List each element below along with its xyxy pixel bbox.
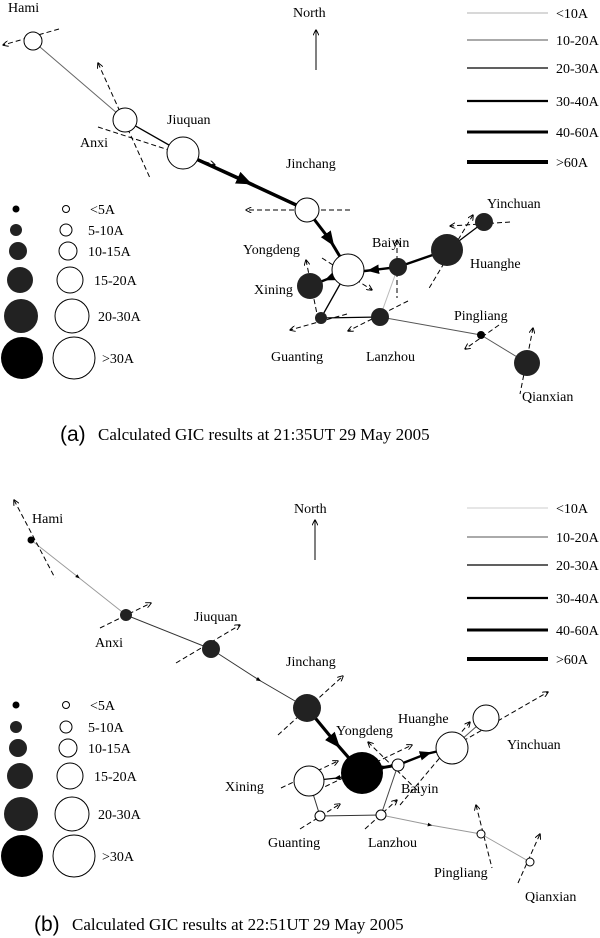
station-a-hami (23, 31, 43, 51)
label-b-qianxian: Qianxian (525, 890, 576, 905)
station-b-hami (27, 536, 35, 544)
circle-legend-a-3: 15-20A (94, 274, 138, 289)
line-legend-b: <10A 10-20A 20-30A 30-40A 40-60A >60A (467, 502, 600, 668)
circle-legend-a-1: 5-10A (88, 224, 125, 239)
caption-text-b: Calculated GIC results at 22:51UT 29 May… (72, 915, 404, 934)
station-a-jiuquan (166, 136, 200, 170)
station-a-pingliang (477, 331, 485, 339)
station-a-lanzhou (371, 308, 389, 326)
circle-legend-a-4: 20-30A (98, 310, 142, 325)
north-label-a: North (293, 6, 326, 21)
station-a-qianxian (514, 350, 540, 376)
circle-legend-b-4: 20-30A (98, 808, 142, 823)
label-b-yinchuan: Yinchuan (507, 738, 561, 753)
label-b-jinchang: Jinchang (286, 655, 336, 670)
label-a-xining: Xining (254, 283, 293, 298)
panel-a: North <10A 10-20A 20-30A 30-40A 40-60A >… (1, 1, 600, 446)
station-b-jinchang (293, 694, 321, 722)
label-a-jiuquan: Jiuquan (167, 113, 211, 128)
stations-a (23, 31, 540, 376)
label-a-hami: Hami (8, 1, 39, 16)
line-legend-a-5: >60A (556, 156, 589, 171)
label-b-hami: Hami (32, 512, 63, 527)
label-a-yinchuan: Yinchuan (487, 197, 541, 212)
label-a-lanzhou: Lanzhou (366, 350, 415, 365)
label-b-yongdeng: Yongdeng (336, 724, 393, 739)
station-b-huanghe (435, 731, 469, 765)
station-b-anxi (120, 609, 132, 621)
circle-legend-a-5: >30A (102, 352, 135, 367)
station-a-guanting (315, 312, 327, 324)
circle-legend-b-5: >30A (102, 850, 135, 865)
line-legend-a-1: 10-20A (556, 34, 600, 49)
label-a-baiyin: Baiyin (372, 236, 409, 251)
label-b-baiyin: Baiyin (401, 782, 438, 797)
label-b-guanting: Guanting (268, 836, 320, 851)
label-a-qianxian: Qianxian (522, 390, 573, 405)
station-a-yongdeng (331, 253, 365, 287)
line-legend-b-3: 30-40A (556, 592, 600, 607)
station-b-guanting (314, 810, 326, 822)
station-b-lanzhou (375, 809, 387, 821)
line-legend-b-2: 20-30A (556, 559, 600, 574)
labels-b: Hami Anxi Jiuquan Jinchang Yongdeng Huan… (32, 512, 576, 905)
station-a-yinchuan (475, 213, 493, 231)
station-a-xining (297, 273, 323, 299)
station-b-jiuquan (202, 640, 220, 658)
station-a-huanghe (431, 234, 463, 266)
label-b-anxi: Anxi (95, 636, 123, 651)
station-b-pingliang (476, 829, 486, 839)
dashed-arrows-b (14, 500, 548, 884)
label-a-guanting: Guanting (271, 350, 323, 365)
circle-legend-b: <5A 5-10A 10-15A 15-20A 20-30A >30A (1, 699, 142, 878)
station-b-baiyin (391, 758, 405, 772)
line-legend-b-1: 10-20A (556, 531, 600, 546)
label-a-jinchang: Jinchang (286, 157, 336, 172)
label-b-pingliang: Pingliang (434, 866, 488, 881)
label-b-xining: Xining (225, 780, 264, 795)
circle-legend-b-0: <5A (90, 699, 116, 714)
station-b-yongdeng (341, 752, 383, 794)
circle-legend-a-0: <5A (90, 203, 116, 218)
line-legend-b-5: >60A (556, 653, 589, 668)
north-label-b: North (294, 502, 327, 517)
station-b-qianxian (525, 857, 535, 867)
label-a-yongdeng: Yongdeng (243, 243, 300, 258)
line-legend-a-4: 40-60A (556, 126, 600, 141)
panel-b: North <10A 10-20A 20-30A 30-40A 40-60A >… (1, 500, 600, 936)
circle-legend-b-3: 15-20A (94, 770, 138, 785)
line-legend-b-4: 40-60A (556, 624, 600, 639)
label-b-huanghe: Huanghe (398, 712, 449, 727)
label-b-jiuquan: Jiuquan (194, 610, 238, 625)
line-legend-a-0: <10A (556, 7, 589, 22)
label-a-anxi: Anxi (80, 136, 108, 151)
labels-a: Hami Anxi Jiuquan Jinchang Yongdeng Baiy… (8, 1, 573, 405)
caption-text-a: Calculated GIC results at 21:35UT 29 May… (98, 425, 430, 444)
stations-b (27, 536, 535, 867)
circle-legend-b-1: 5-10A (88, 721, 125, 736)
north-arrow-b: North (294, 502, 327, 560)
label-a-pingliang: Pingliang (454, 309, 508, 324)
line-legend-a-2: 20-30A (556, 62, 600, 77)
circle-legend-a: <5A 5-10A 10-15A 15-20A 20-30A >30A (1, 203, 142, 380)
caption-letter-a: (a) (60, 423, 86, 446)
station-b-xining (293, 765, 325, 797)
north-arrow-a: North (293, 6, 326, 70)
line-legend-b-0: <10A (556, 502, 589, 517)
line-legend-a-3: 30-40A (556, 95, 600, 110)
station-a-anxi (112, 107, 138, 133)
line-legend-a: <10A 10-20A 20-30A 30-40A 40-60A >60A (467, 7, 600, 171)
circle-legend-b-2: 10-15A (88, 742, 132, 757)
station-b-yinchuan (472, 704, 500, 732)
label-b-lanzhou: Lanzhou (368, 836, 417, 851)
station-a-baiyin (389, 258, 407, 276)
label-a-huanghe: Huanghe (470, 257, 521, 272)
circle-legend-a-2: 10-15A (88, 245, 132, 260)
station-a-jinchang (294, 197, 320, 223)
caption-letter-b: (b) (34, 913, 60, 936)
